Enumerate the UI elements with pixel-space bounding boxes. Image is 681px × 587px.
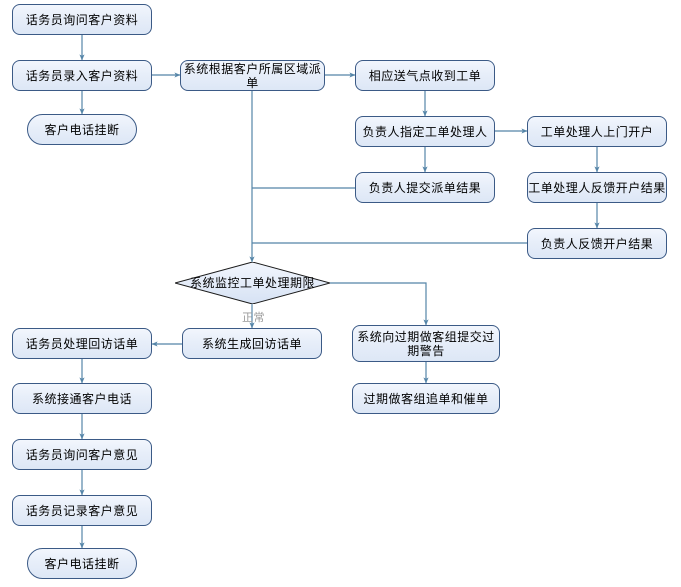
node-n5-label: 相应送气点收到工单 (368, 68, 482, 83)
connector-n11-to-n13 (330, 282, 429, 326)
node-n5-process[interactable]: 相应送气点收到工单 (355, 60, 495, 91)
node-n14-label: 过期做客组追单和催单 (363, 391, 489, 406)
node-n8-process[interactable]: 工单处理人上门开户 (527, 116, 667, 147)
node-n12-label: 系统生成回访话单 (201, 336, 302, 351)
node-n19-label: 客户电话挂断 (44, 556, 120, 571)
node-n18-process[interactable]: 话务员记录客户意见 (12, 495, 152, 526)
node-n1-process[interactable]: 话务员询问客户资料 (12, 4, 152, 35)
node-n9-label: 工单处理人反馈开户结果 (528, 180, 666, 195)
node-n3-terminal[interactable]: 客户电话挂断 (27, 114, 137, 145)
node-n10-label: 负责人反馈开户结果 (540, 236, 654, 251)
node-n13-process[interactable]: 系统向过期做客组提交过期警告 (352, 325, 500, 362)
node-n4-label: 系统根据客户所属区域派单 (183, 61, 322, 90)
node-n11-label: 系统监控工单处理期限 (189, 276, 315, 290)
node-n19-terminal[interactable]: 客户电话挂断 (27, 548, 137, 579)
node-n3-label: 客户电话挂断 (44, 122, 120, 137)
node-n6-label: 负责人指定工单处理人 (362, 124, 488, 139)
decision-diamond-shape (175, 262, 330, 304)
node-n14-process[interactable]: 过期做客组追单和催单 (352, 383, 500, 414)
node-n9-process[interactable]: 工单处理人反馈开户结果 (527, 172, 667, 203)
node-n16-label: 系统接通客户电话 (31, 391, 132, 406)
node-n11-decision[interactable]: 系统监控工单处理期限 (175, 262, 330, 304)
node-n17-process[interactable]: 话务员询问客户意见 (12, 439, 152, 470)
node-n18-label: 话务员记录客户意见 (25, 503, 139, 518)
node-n1-label: 话务员询问客户资料 (25, 12, 139, 27)
node-n10-process[interactable]: 负责人反馈开户结果 (527, 228, 667, 259)
node-n15-label: 话务员处理回访话单 (25, 336, 139, 351)
node-n6-process[interactable]: 负责人指定工单处理人 (355, 116, 495, 147)
edge-label-e-normal: 正常 (242, 311, 265, 324)
node-n7-process[interactable]: 负责人提交派单结果 (355, 172, 495, 203)
node-n7-label: 负责人提交派单结果 (368, 180, 482, 195)
node-n15-process[interactable]: 话务员处理回访话单 (12, 328, 152, 359)
node-n8-label: 工单处理人上门开户 (540, 124, 654, 139)
node-n12-process[interactable]: 系统生成回访话单 (182, 328, 322, 359)
node-n13-label: 系统向过期做客组提交过期警告 (357, 329, 495, 358)
node-n2-label: 话务员录入客户资料 (25, 68, 139, 83)
node-n17-label: 话务员询问客户意见 (25, 447, 139, 462)
node-n2-process[interactable]: 话务员录入客户资料 (12, 60, 152, 91)
node-n16-process[interactable]: 系统接通客户电话 (12, 383, 152, 414)
node-n4-process[interactable]: 系统根据客户所属区域派单 (180, 60, 325, 91)
